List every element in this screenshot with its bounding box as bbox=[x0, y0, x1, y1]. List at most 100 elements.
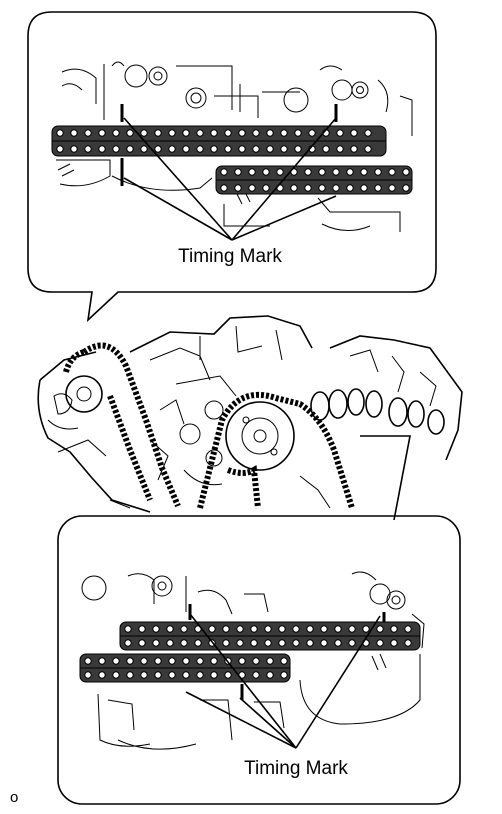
chain-pin bbox=[374, 168, 382, 176]
chain-pin bbox=[404, 639, 412, 647]
chain-pin bbox=[208, 625, 216, 633]
chain-pin bbox=[376, 625, 384, 633]
chain-pin bbox=[404, 625, 412, 633]
chain-pin bbox=[210, 657, 218, 665]
chain-pin bbox=[320, 625, 328, 633]
chain-pin bbox=[182, 671, 190, 679]
chain-pin bbox=[252, 657, 260, 665]
chain-pin bbox=[182, 145, 190, 153]
chain-pin bbox=[290, 184, 298, 192]
chain-pin bbox=[360, 168, 368, 176]
chain-pin bbox=[294, 129, 302, 137]
chain-pin bbox=[374, 184, 382, 192]
chain-pin bbox=[84, 129, 92, 137]
chain-pin bbox=[210, 671, 218, 679]
chain-pin bbox=[350, 145, 358, 153]
chain-pin bbox=[276, 168, 284, 176]
chain-pin bbox=[402, 184, 410, 192]
chain-pin bbox=[332, 168, 340, 176]
chain-pin bbox=[138, 639, 146, 647]
chain-pin bbox=[194, 639, 202, 647]
chain-pin bbox=[250, 639, 258, 647]
chain-pin bbox=[390, 639, 398, 647]
bottom-timing-mark-label: Timing Mark bbox=[244, 758, 348, 779]
chain-pin bbox=[98, 657, 106, 665]
chain-pin bbox=[362, 625, 370, 633]
chain-pin bbox=[84, 145, 92, 153]
bottom-callout: Timing Mark bbox=[57, 515, 461, 805]
chain-pin bbox=[196, 657, 204, 665]
chain-pin bbox=[126, 671, 134, 679]
chain-pin bbox=[308, 129, 316, 137]
chain-pin bbox=[280, 671, 288, 679]
chain-pin bbox=[304, 168, 312, 176]
chain-pin bbox=[224, 671, 232, 679]
chain-pin bbox=[126, 145, 134, 153]
chain-pin bbox=[238, 129, 246, 137]
chain-pin bbox=[154, 657, 162, 665]
chain-pin bbox=[264, 625, 272, 633]
chain-pin bbox=[236, 625, 244, 633]
chain-pin bbox=[210, 129, 218, 137]
chain-pin bbox=[234, 168, 242, 176]
chain-pin bbox=[350, 129, 358, 137]
chain-pin bbox=[112, 129, 120, 137]
chain-pin bbox=[266, 129, 274, 137]
chain-pin bbox=[262, 184, 270, 192]
chain-pin bbox=[168, 671, 176, 679]
top-leader-lines bbox=[123, 117, 337, 241]
chain-pin bbox=[306, 639, 314, 647]
chain-pin bbox=[168, 657, 176, 665]
chain-pin bbox=[262, 168, 270, 176]
chain-pin bbox=[248, 168, 256, 176]
top-timing-mark-label: Timing Mark bbox=[178, 246, 282, 267]
chain-pin bbox=[196, 145, 204, 153]
chain-pin bbox=[210, 145, 218, 153]
chain-pin bbox=[70, 129, 78, 137]
chain-pin bbox=[140, 145, 148, 153]
chain-pin bbox=[346, 184, 354, 192]
chain-pin bbox=[154, 129, 162, 137]
bottom-engine-detail bbox=[81, 571, 425, 750]
chain-pin bbox=[280, 657, 288, 665]
chain-pin bbox=[322, 145, 330, 153]
chain-pin bbox=[364, 129, 372, 137]
chain-pin bbox=[124, 625, 132, 633]
chain-pin bbox=[388, 184, 396, 192]
chain-pin bbox=[84, 657, 92, 665]
chain-pin bbox=[264, 639, 272, 647]
chain-pin bbox=[252, 671, 260, 679]
chain-pin bbox=[126, 129, 134, 137]
chain-pin bbox=[320, 639, 328, 647]
right-timing-chain bbox=[197, 391, 355, 509]
chain-pin bbox=[182, 657, 190, 665]
chain-pin bbox=[140, 129, 148, 137]
chain-pin bbox=[360, 184, 368, 192]
chain-pin bbox=[336, 145, 344, 153]
chain-pin bbox=[266, 657, 274, 665]
chain-pin bbox=[292, 639, 300, 647]
chain-pin bbox=[140, 671, 148, 679]
chain-pin bbox=[266, 671, 274, 679]
chain-pin bbox=[196, 129, 204, 137]
top-callout-frame bbox=[27, 11, 437, 323]
chain-pin bbox=[336, 129, 344, 137]
chain-pin bbox=[224, 145, 232, 153]
engine-assembly bbox=[37, 315, 463, 521]
chain-pin bbox=[332, 184, 340, 192]
chain-pin bbox=[266, 145, 274, 153]
chain-pin bbox=[334, 625, 342, 633]
chain-pin bbox=[98, 145, 106, 153]
chain-pin bbox=[166, 625, 174, 633]
chain-pin bbox=[180, 639, 188, 647]
chain-pin bbox=[182, 129, 190, 137]
chain-pin bbox=[318, 184, 326, 192]
chain-pin bbox=[250, 625, 258, 633]
chain-pin bbox=[376, 639, 384, 647]
top-callout: Timing Mark bbox=[27, 11, 437, 323]
chain-pin bbox=[346, 168, 354, 176]
chain-pin bbox=[84, 671, 92, 679]
chain-pin bbox=[292, 625, 300, 633]
chain-pin bbox=[348, 639, 356, 647]
chain-pin bbox=[390, 625, 398, 633]
